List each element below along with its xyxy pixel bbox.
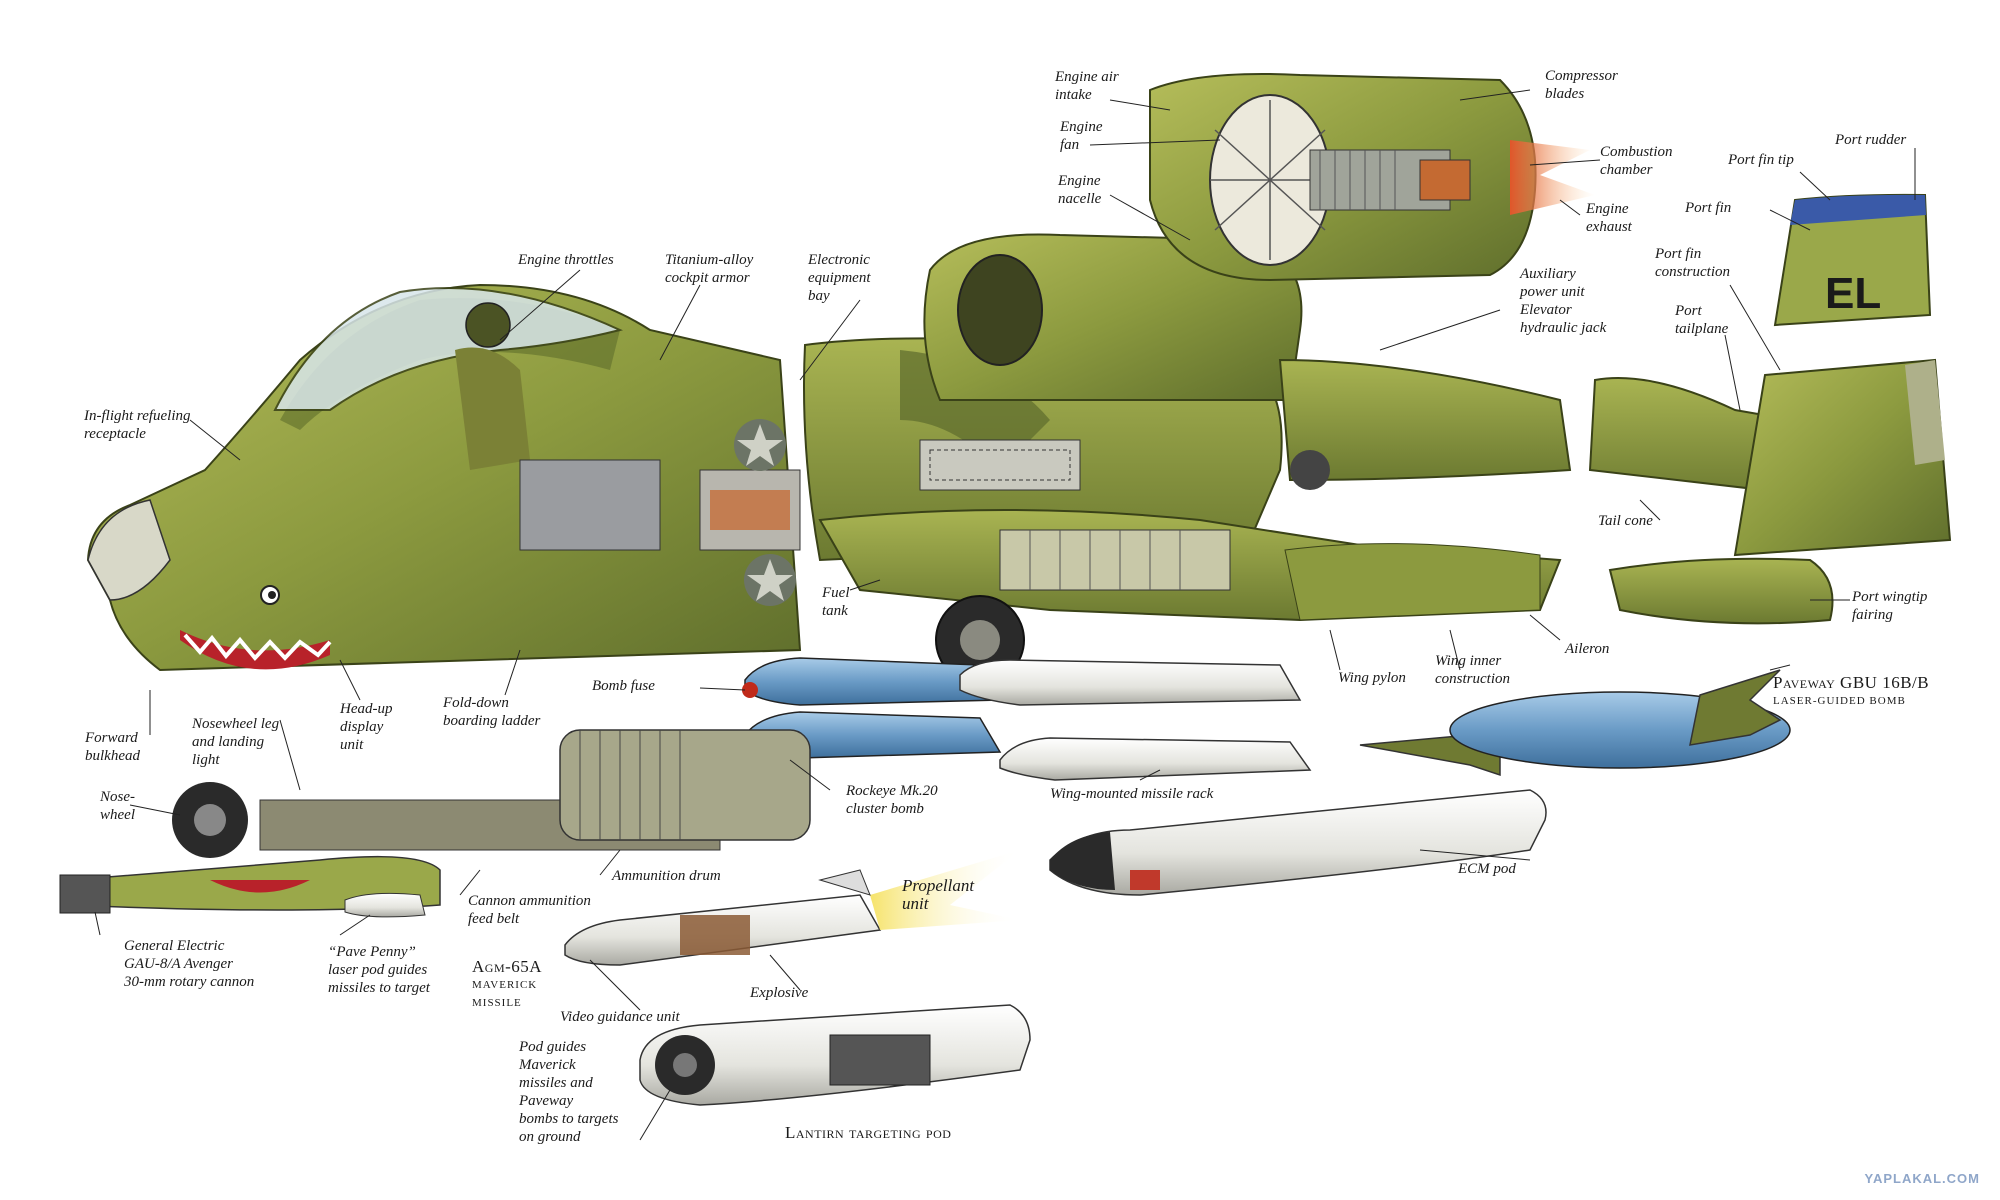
- lantirn-pod: [639, 1004, 1031, 1106]
- label-aileron: Aileron: [1565, 641, 1610, 657]
- label-port-wingtip-fairing: Port wingtip fairing: [1852, 589, 1928, 623]
- label-port-fin-tip: Port fin tip: [1728, 152, 1794, 168]
- label-inflight-refueling: In-flight refueling receptacle: [84, 408, 191, 442]
- caption-agm-title: Agm-65A: [472, 957, 543, 976]
- tail-code: EL: [1825, 269, 1881, 318]
- paveway-bomb: [1359, 669, 1791, 777]
- engine-cutaway: [1149, 73, 1595, 282]
- caption-paveway: Paveway GBU 16B/B LASER-GUIDED BOMB: [1773, 656, 1929, 728]
- label-combustion-chamber: Combustion chamber: [1600, 144, 1673, 178]
- label-port-fin-construction: Port fin construction: [1655, 246, 1730, 280]
- label-engine-throttles: Engine throttles: [518, 252, 614, 268]
- label-port-fin: Port fin: [1685, 200, 1732, 216]
- label-wing-missile-rack: Wing-mounted missile rack: [1050, 786, 1214, 802]
- label-fuel-tank: Fuel tank: [822, 585, 850, 619]
- label-ecm-pod: ECM pod: [1458, 861, 1516, 877]
- forward-fuselage: [86, 283, 802, 672]
- maverick-missile: [564, 850, 1020, 966]
- label-engine-air-intake: Engine air intake: [1055, 69, 1119, 103]
- leader-lines: [94, 89, 1916, 1141]
- label-propellant-unit: Propellant unit: [902, 876, 975, 913]
- label-engine-exhaust: Engine exhaust: [1586, 201, 1632, 235]
- label-engine-nacelle: Engine nacelle: [1058, 173, 1102, 207]
- label-rockeye: Rockeye Mk.20 cluster bomb: [846, 783, 938, 817]
- label-port-rudder: Port rudder: [1835, 132, 1907, 148]
- label-engine-fan: Engine fan: [1060, 119, 1103, 153]
- label-wing-inner-construction: Wing inner construction: [1435, 653, 1510, 687]
- label-explosive: Explosive: [750, 985, 809, 1001]
- label-cannon-feed-belt: Cannon ammunition feed belt: [468, 893, 591, 927]
- label-tail-cone: Tail cone: [1598, 513, 1653, 529]
- port-fin: EL: [1773, 193, 1932, 327]
- label-head-up-display: Head-up display unit: [340, 701, 393, 753]
- label-auxiliary-power-unit: Auxiliary power unit Elevator hydraulic …: [1520, 266, 1607, 336]
- label-titanium-armor: Titanium-alloy cockpit armor: [665, 252, 754, 286]
- label-bomb-fuse: Bomb fuse: [592, 678, 655, 694]
- caption-agm65: Agm-65A MAVERICK MISSILE: [472, 940, 542, 1030]
- label-forward-bulkhead: Forward bulkhead: [85, 730, 140, 764]
- label-boarding-ladder: Fold-down boarding ladder: [443, 695, 541, 729]
- label-wing-pylon: Wing pylon: [1338, 670, 1406, 686]
- gau8-cannon: [59, 729, 811, 918]
- caption-agm-sub: MAVERICK MISSILE: [472, 979, 538, 1009]
- label-port-tailplane: Port tailplane: [1675, 303, 1729, 337]
- caption-paveway-title: Paveway GBU 16B/B: [1773, 673, 1930, 692]
- label-pod-guides: Pod guides Maverick missiles and Paveway…: [519, 1039, 619, 1145]
- caption-paveway-sub: LASER-GUIDED BOMB: [1773, 695, 1906, 707]
- watermark: YAPLAKAL.COM: [1864, 1171, 1980, 1186]
- label-electronic-bay: Electronic equipment bay: [808, 252, 871, 304]
- ecm-pod: [1049, 789, 1547, 896]
- tail-assembly: [1588, 358, 1952, 625]
- caption-lantirn: Lantirn targeting pod: [785, 1123, 952, 1142]
- label-nosewheel-leg: Nosewheel leg and landing light: [192, 716, 280, 768]
- label-ammunition-drum: Ammunition drum: [612, 868, 721, 884]
- label-video-guidance: Video guidance unit: [560, 1009, 680, 1025]
- missile-rack: [959, 659, 1312, 781]
- label-pave-penny: “Pave Penny” laser pod guides missiles t…: [328, 944, 430, 996]
- label-gau8: General Electric GAU-8/A Avenger 30-mm r…: [124, 938, 255, 990]
- label-compressor-blades: Compressor blades: [1545, 68, 1618, 102]
- label-nose-wheel: Nose- wheel: [100, 789, 135, 823]
